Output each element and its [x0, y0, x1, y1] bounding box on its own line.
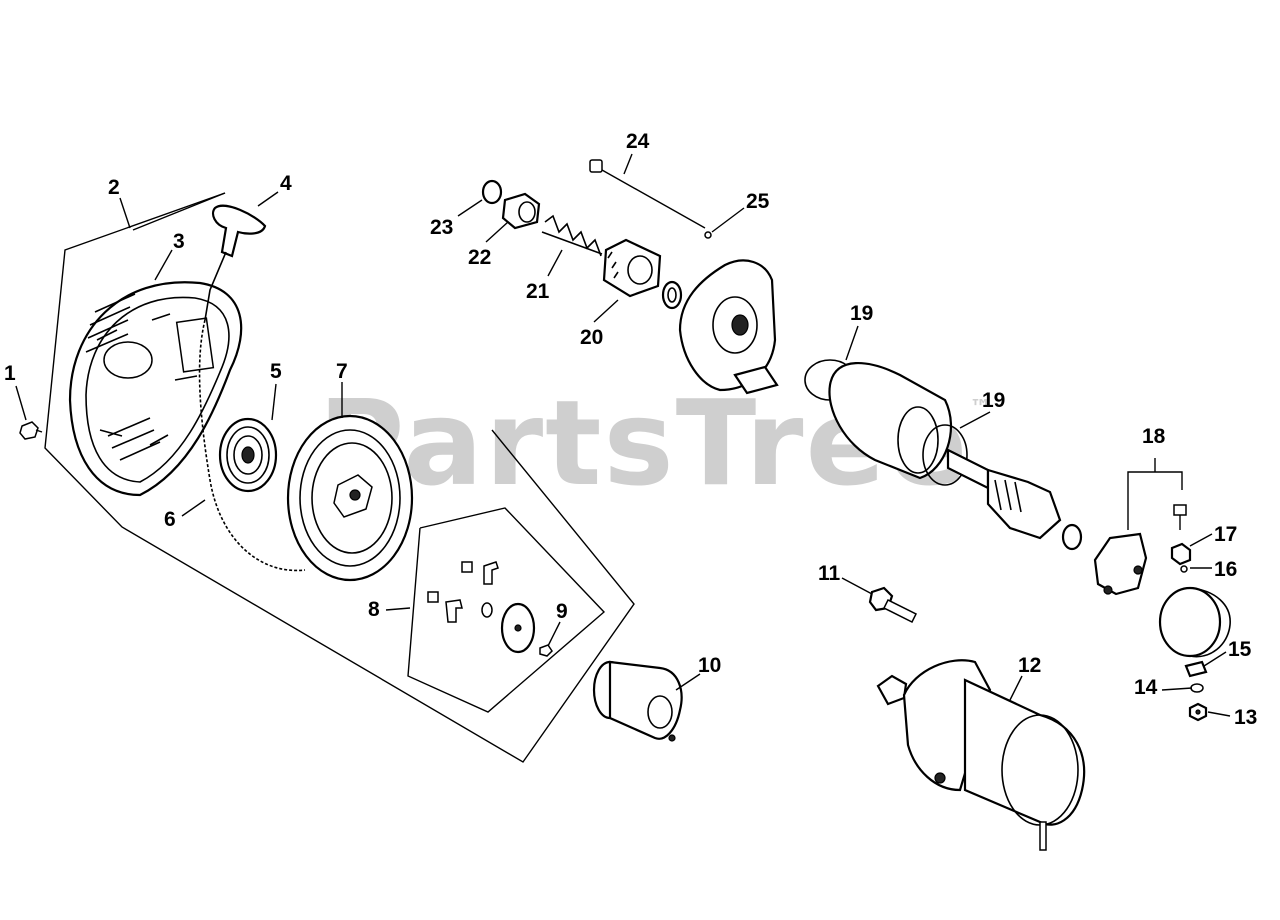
part-4-pull-handle[interactable] [204, 204, 267, 321]
callout-19-upper: 19 [850, 302, 873, 325]
callout-7: 7 [336, 360, 348, 383]
callout-8: 8 [368, 598, 380, 621]
armature[interactable] [946, 448, 1083, 551]
part-19-o-ring-b[interactable] [922, 424, 968, 486]
part-16-washer[interactable] [1180, 565, 1188, 573]
part-13-nut[interactable] [1188, 702, 1208, 722]
part-7-pulley[interactable] [286, 414, 414, 582]
recoil-assembly-bracket [44, 192, 635, 763]
part-10-starter-cup[interactable] [592, 660, 683, 742]
bolt[interactable] [1173, 504, 1187, 530]
part-8-pawl-kit[interactable] [427, 561, 536, 654]
callout-11: 11 [818, 562, 841, 585]
callout-9: 9 [556, 600, 568, 623]
part-24-through-bolt[interactable] [589, 159, 706, 229]
part-15-bracket[interactable] [1184, 660, 1208, 678]
callout-13: 13 [1234, 706, 1257, 729]
part-11-bolt[interactable] [868, 586, 918, 624]
callout-19-lower: 19 [982, 389, 1005, 412]
callout-10: 10 [698, 654, 721, 677]
part-12-starter-motor[interactable] [876, 659, 1086, 851]
part-17-nut[interactable] [1170, 542, 1192, 566]
end-cover[interactable] [1158, 586, 1231, 658]
pawl-group-bracket [407, 507, 606, 713]
leader-lines [15, 153, 1231, 717]
part-5-recoil-spring[interactable] [218, 417, 278, 493]
part-18-brush-holder[interactable] [1093, 532, 1148, 596]
callout-25: 25 [746, 190, 770, 213]
part-3-starter-housing[interactable] [68, 281, 243, 497]
callout-2: 2 [108, 176, 120, 199]
part-23-o-ring[interactable] [481, 179, 503, 205]
part-25-washer[interactable] [704, 231, 712, 239]
callout-22: 22 [468, 246, 491, 269]
callout-12: 12 [1018, 654, 1041, 677]
part-6-starter-rope[interactable] [198, 319, 306, 572]
callout-18: 18 [1142, 425, 1166, 448]
callout-24: 24 [626, 130, 650, 153]
starter-end-cap[interactable] [678, 259, 779, 395]
washer[interactable] [661, 280, 683, 310]
callout-6: 6 [164, 508, 176, 531]
callout-15: 15 [1228, 638, 1252, 661]
callout-3: 3 [173, 230, 185, 253]
part-21-spring[interactable] [541, 214, 603, 257]
part-18-bracket [1127, 458, 1183, 530]
callout-23: 23 [430, 216, 453, 239]
part-14-washer[interactable] [1190, 683, 1204, 693]
callout-labels: 1 2 3 4 5 6 7 8 9 10 11 12 13 14 15 16 1… [4, 130, 1257, 729]
callout-16: 16 [1214, 558, 1237, 581]
callout-14: 14 [1134, 676, 1158, 699]
callout-21: 21 [526, 280, 550, 303]
callout-5: 5 [270, 360, 282, 383]
part-22-collar[interactable] [501, 192, 541, 230]
part-20-pinion-gear[interactable] [602, 238, 662, 298]
part-1-screw[interactable] [19, 421, 43, 440]
callout-20: 20 [580, 326, 603, 349]
part-9-screw[interactable] [539, 644, 553, 657]
callout-4: 4 [280, 172, 292, 195]
starter-frame[interactable] [828, 362, 953, 480]
callout-1: 1 [4, 362, 16, 385]
callout-17: 17 [1214, 523, 1237, 546]
